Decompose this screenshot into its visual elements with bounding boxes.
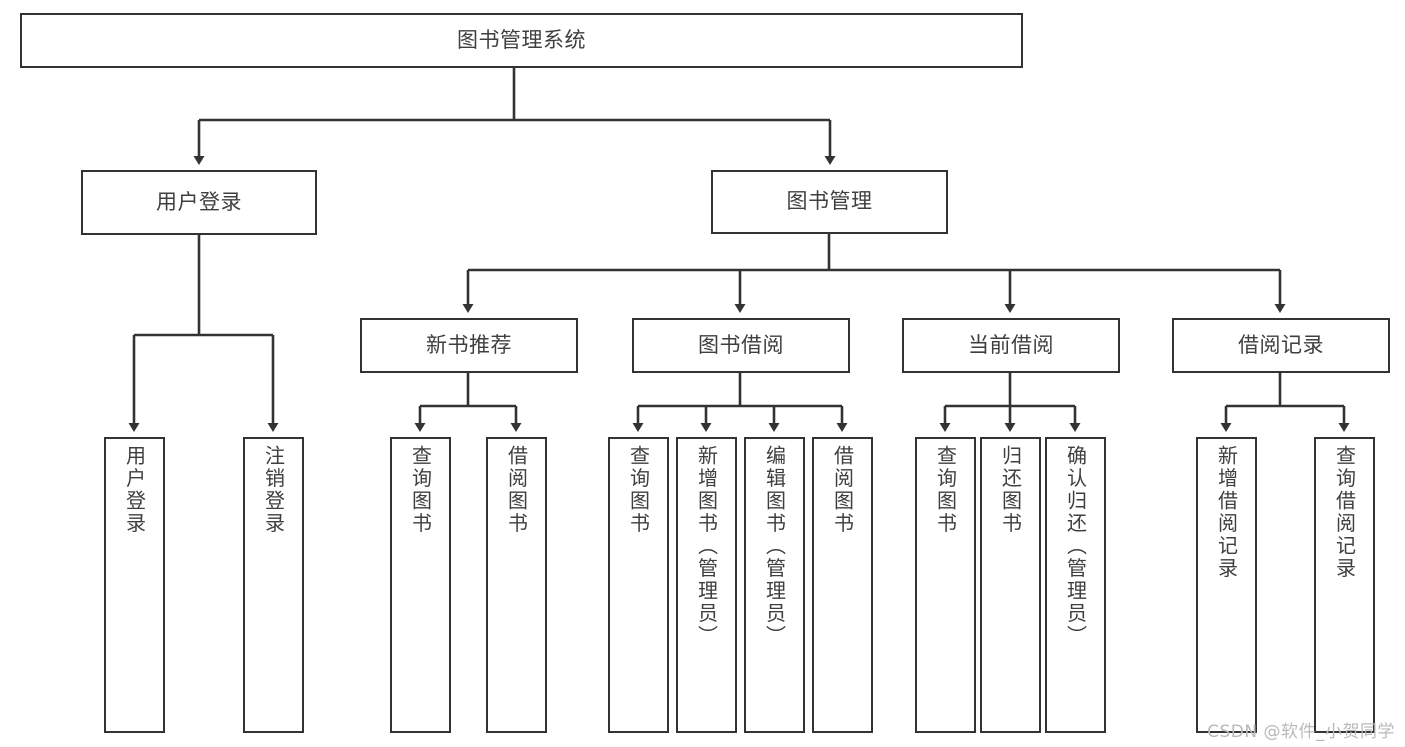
node-label: 查询图书 bbox=[626, 445, 651, 535]
node-label: 确认归还（管理员） bbox=[1063, 445, 1088, 648]
node-label: 查询图书 bbox=[933, 445, 958, 535]
leaf-current-query-book[interactable]: 查询图书 bbox=[915, 437, 976, 733]
node-current-borrow[interactable]: 当前借阅 bbox=[902, 318, 1120, 373]
leaf-recommend-query-book[interactable]: 查询图书 bbox=[390, 437, 451, 733]
node-label: 编辑图书（管理员） bbox=[762, 445, 787, 648]
node-book-borrow[interactable]: 图书借阅 bbox=[632, 318, 850, 373]
node-label: 注销登录 bbox=[261, 445, 286, 535]
node-label: 借阅图书 bbox=[504, 445, 529, 535]
leaf-user-login-login[interactable]: 用户登录 bbox=[104, 437, 165, 733]
node-label: 新增借阅记录 bbox=[1214, 445, 1239, 580]
node-new-book-recommend[interactable]: 新书推荐 bbox=[360, 318, 578, 373]
csdn-watermark: CSDN @软件_小贺同学 bbox=[1207, 722, 1395, 742]
node-label: 借阅图书 bbox=[830, 445, 855, 535]
node-label: 新增图书（管理员） bbox=[694, 445, 719, 648]
node-label: 图书借阅 bbox=[698, 332, 784, 357]
node-user-login[interactable]: 用户登录 bbox=[81, 170, 317, 235]
node-label: 查询图书 bbox=[408, 445, 433, 535]
node-label: 新书推荐 bbox=[426, 332, 512, 357]
node-label: 归还图书 bbox=[998, 445, 1023, 535]
leaf-current-confirm-return-admin[interactable]: 确认归还（管理员） bbox=[1045, 437, 1106, 733]
node-label: 用户登录 bbox=[156, 189, 242, 214]
node-label: 图书管理 bbox=[786, 189, 873, 214]
leaf-record-query-record[interactable]: 查询借阅记录 bbox=[1314, 437, 1375, 733]
leaf-recommend-borrow-book[interactable]: 借阅图书 bbox=[486, 437, 547, 733]
node-label: 用户登录 bbox=[122, 445, 147, 535]
leaf-record-add-record[interactable]: 新增借阅记录 bbox=[1196, 437, 1257, 733]
node-label: 借阅记录 bbox=[1238, 332, 1324, 357]
leaf-user-login-logout[interactable]: 注销登录 bbox=[243, 437, 304, 733]
node-borrow-record[interactable]: 借阅记录 bbox=[1172, 318, 1390, 373]
leaf-borrow-edit-book-admin[interactable]: 编辑图书（管理员） bbox=[744, 437, 805, 733]
leaf-borrow-query-book[interactable]: 查询图书 bbox=[608, 437, 669, 733]
node-label: 查询借阅记录 bbox=[1332, 445, 1357, 580]
leaf-borrow-add-book-admin[interactable]: 新增图书（管理员） bbox=[676, 437, 737, 733]
leaf-borrow-borrow-book[interactable]: 借阅图书 bbox=[812, 437, 873, 733]
node-book-management[interactable]: 图书管理 bbox=[711, 170, 948, 234]
leaf-current-return-book[interactable]: 归还图书 bbox=[980, 437, 1041, 733]
node-root-system[interactable]: 图书管理系统 bbox=[20, 13, 1023, 68]
node-label: 图书管理系统 bbox=[457, 27, 586, 52]
node-label: 当前借阅 bbox=[968, 332, 1054, 357]
